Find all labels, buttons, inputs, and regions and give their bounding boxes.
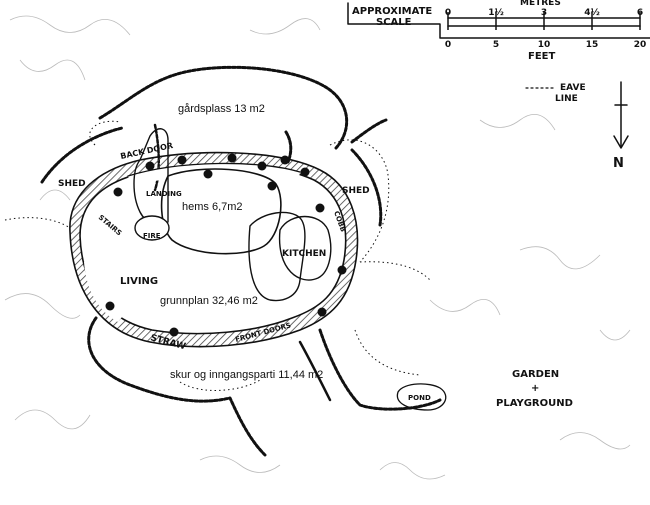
ground-area-label: grunnplan 32,46 m2 xyxy=(160,295,258,307)
scale-metres-label: METRES xyxy=(520,0,561,8)
shed-right-label: SHED xyxy=(342,186,370,196)
scale-title-line1: APPROXIMATE xyxy=(352,6,432,17)
fire-label: FIRE xyxy=(143,232,161,240)
scale-metres-tick-label: 0 xyxy=(445,8,451,18)
loft-area-label: hems 6,7m2 xyxy=(182,201,243,213)
area-annotations: gårdsplass 13 m2 hems 6,7m2 grunnplan 32… xyxy=(160,103,323,381)
fire-hearth xyxy=(134,215,170,241)
landing-label: LANDING xyxy=(146,190,182,198)
scale-metres-tick-label: 6 xyxy=(637,8,643,18)
living-label: LIVING xyxy=(120,276,158,287)
eave-label-line2: LINE xyxy=(555,94,578,104)
scale-feet-tick-label: 5 xyxy=(493,40,499,50)
scale-feet-ticks: 0 5 10 15 20 xyxy=(445,22,646,50)
eave-label-line1: EAVE xyxy=(560,83,586,93)
scale-metres-tick-label: 3 xyxy=(541,8,547,18)
kitchen-counter xyxy=(248,211,332,302)
yard-area-label: gårdsplass 13 m2 xyxy=(178,103,265,115)
north-label: N xyxy=(613,156,624,171)
scale-metres-tick-label: 4½ xyxy=(584,7,600,18)
kitchen-label: KITCHEN xyxy=(282,249,326,259)
house-walls xyxy=(69,151,359,348)
north-arrow: N xyxy=(613,81,629,171)
scale-feet-tick-label: 15 xyxy=(586,40,599,50)
shed-left-label: SHED xyxy=(58,179,86,189)
eave-lines xyxy=(4,120,431,391)
eave-line-legend: EAVE LINE xyxy=(525,83,586,104)
plus-label: + xyxy=(531,383,539,394)
stairs-label: STAIRS xyxy=(97,213,123,237)
playground-label: PLAYGROUND xyxy=(496,398,573,409)
shed-entry-area-label: skur og inngangsparti 11,44 m2 xyxy=(170,369,323,381)
scale-feet-tick-label: 10 xyxy=(538,40,551,50)
pond-label: POND xyxy=(408,394,431,402)
scale-bar: APPROXIMATE SCALE METRES 0 1½ 3 4½ 6 0 5 10 15 2… xyxy=(347,0,650,62)
scale-title-line2: SCALE xyxy=(376,17,412,28)
background-texture xyxy=(4,15,631,480)
posts xyxy=(105,153,347,337)
scale-metres-tick-label: 1½ xyxy=(488,7,504,18)
scale-feet-tick-label: 0 xyxy=(445,40,451,50)
scale-feet-label: FEET xyxy=(528,51,555,62)
scale-metres-ticks: 0 1½ 3 4½ 6 xyxy=(445,7,643,22)
garden-label: GARDEN xyxy=(512,369,559,380)
scale-feet-tick-label: 20 xyxy=(634,40,647,50)
entry-shed-outline xyxy=(87,316,442,457)
pond: POND xyxy=(396,383,447,411)
